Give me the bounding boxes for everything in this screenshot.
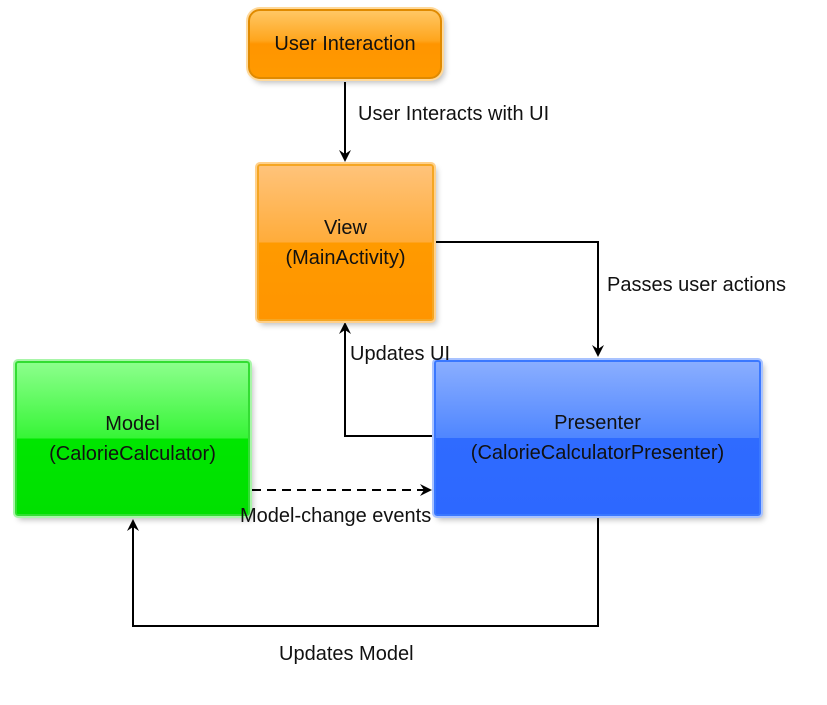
edge-label-model-change-events: Model-change events xyxy=(240,505,432,527)
node-view-title: View xyxy=(324,216,367,239)
node-user-interaction: User Interaction xyxy=(248,9,442,79)
node-model-subtitle: (CalorieCalculator) xyxy=(49,442,216,465)
node-user-interaction-label: User Interaction xyxy=(274,33,416,55)
node-model-title: Model xyxy=(105,412,160,435)
node-presenter-title: Presenter xyxy=(554,412,641,434)
edge-label-passes-user-actions: Passes user actions xyxy=(607,274,786,296)
node-view: View (MainActivity) xyxy=(257,164,434,321)
edge-presenter-to-model xyxy=(127,518,599,627)
edge-label-updates-ui: Updates UI xyxy=(350,343,451,365)
node-view-subtitle: (MainActivity) xyxy=(285,246,406,269)
edge-view-to-presenter xyxy=(436,241,604,357)
edge-label-updates-model: Updates Model xyxy=(279,643,414,665)
edge-presenter-to-view xyxy=(339,322,432,437)
edge-label-user-interacts: User Interacts with UI xyxy=(358,103,550,125)
node-presenter: Presenter (CalorieCalculatorPresenter) xyxy=(434,360,761,516)
node-model: Model (CalorieCalculator) xyxy=(15,361,250,516)
node-presenter-subtitle: (CalorieCalculatorPresenter) xyxy=(470,442,725,464)
